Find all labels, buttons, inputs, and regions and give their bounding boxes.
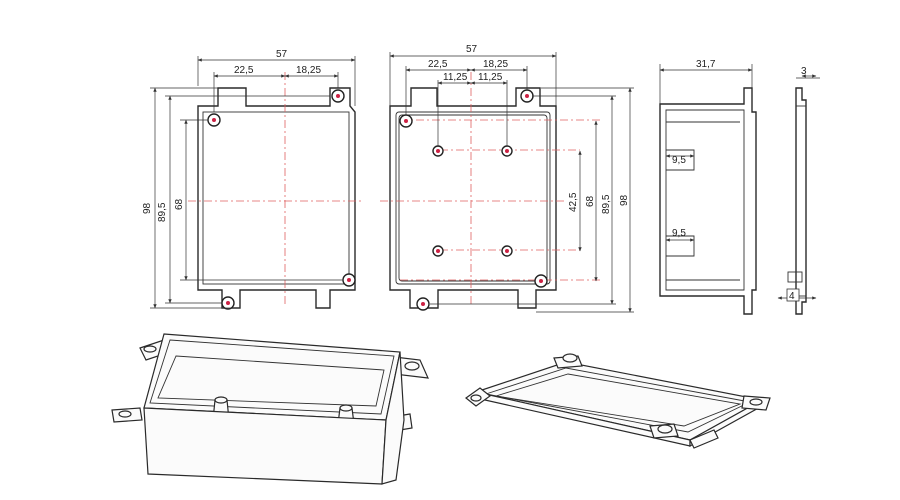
lid-dim-total-height-label: 98 — [619, 194, 630, 206]
dim-width-label: 57 — [276, 49, 288, 60]
side-outline — [659, 87, 757, 315]
lid-dim-width-label: 57 — [466, 44, 478, 55]
lid-dim-mid-right-label: 11,25 — [478, 72, 503, 83]
lid-dim-inner-height-label: 68 — [585, 195, 596, 207]
side-section-view: 9,5 9,5 31,7 — [659, 59, 757, 315]
front-view-lid: 57 22,5 18,25 11,25 11,25 42,5 68 89,5 9… — [380, 44, 634, 313]
shell-inner-wall — [202, 111, 350, 285]
side-dim-rib-upper-label: 9,5 — [672, 155, 686, 166]
isometric-enclosure-base — [111, 333, 429, 485]
lid-lip — [787, 271, 803, 283]
thin-dim-bottom-label: 4 — [789, 291, 795, 302]
lid-dim-mid-left-label: 11,25 — [443, 72, 468, 83]
side-dim-depth-label: 31,7 — [696, 59, 716, 70]
side-dim-rib-lower-label: 9,5 — [672, 228, 686, 239]
shell-outline — [197, 87, 356, 309]
box-front-wall — [143, 407, 387, 485]
rib-lower — [666, 235, 695, 257]
front-view-back-shell: 57 22,5 18,25 98 89,5 68 — [142, 49, 362, 310]
dim-left-half-label: 22,5 — [234, 65, 254, 76]
dim-hole-height-label: 68 — [174, 198, 185, 210]
lid-dim-mid-height-label: 89,5 — [601, 194, 612, 214]
lid-inner-rim — [395, 111, 551, 285]
dim-inner-height-label: 89,5 — [157, 202, 168, 222]
rib-upper — [666, 149, 695, 171]
isometric-lid — [465, 353, 771, 449]
lid-panel — [398, 114, 548, 282]
lid-outline — [389, 87, 557, 309]
lid-dim-hole-spacing-label: 42,5 — [568, 192, 579, 212]
dim-total-height-label: 98 — [142, 202, 153, 214]
dim-right-offset-label: 18,25 — [296, 65, 321, 76]
thin-dim-top-label: 3 — [801, 66, 807, 77]
lid-side-view: 3 4 — [777, 66, 820, 315]
lid-dim-right-label: 18,25 — [483, 59, 508, 70]
lid-dim-left-label: 22,5 — [428, 59, 448, 70]
